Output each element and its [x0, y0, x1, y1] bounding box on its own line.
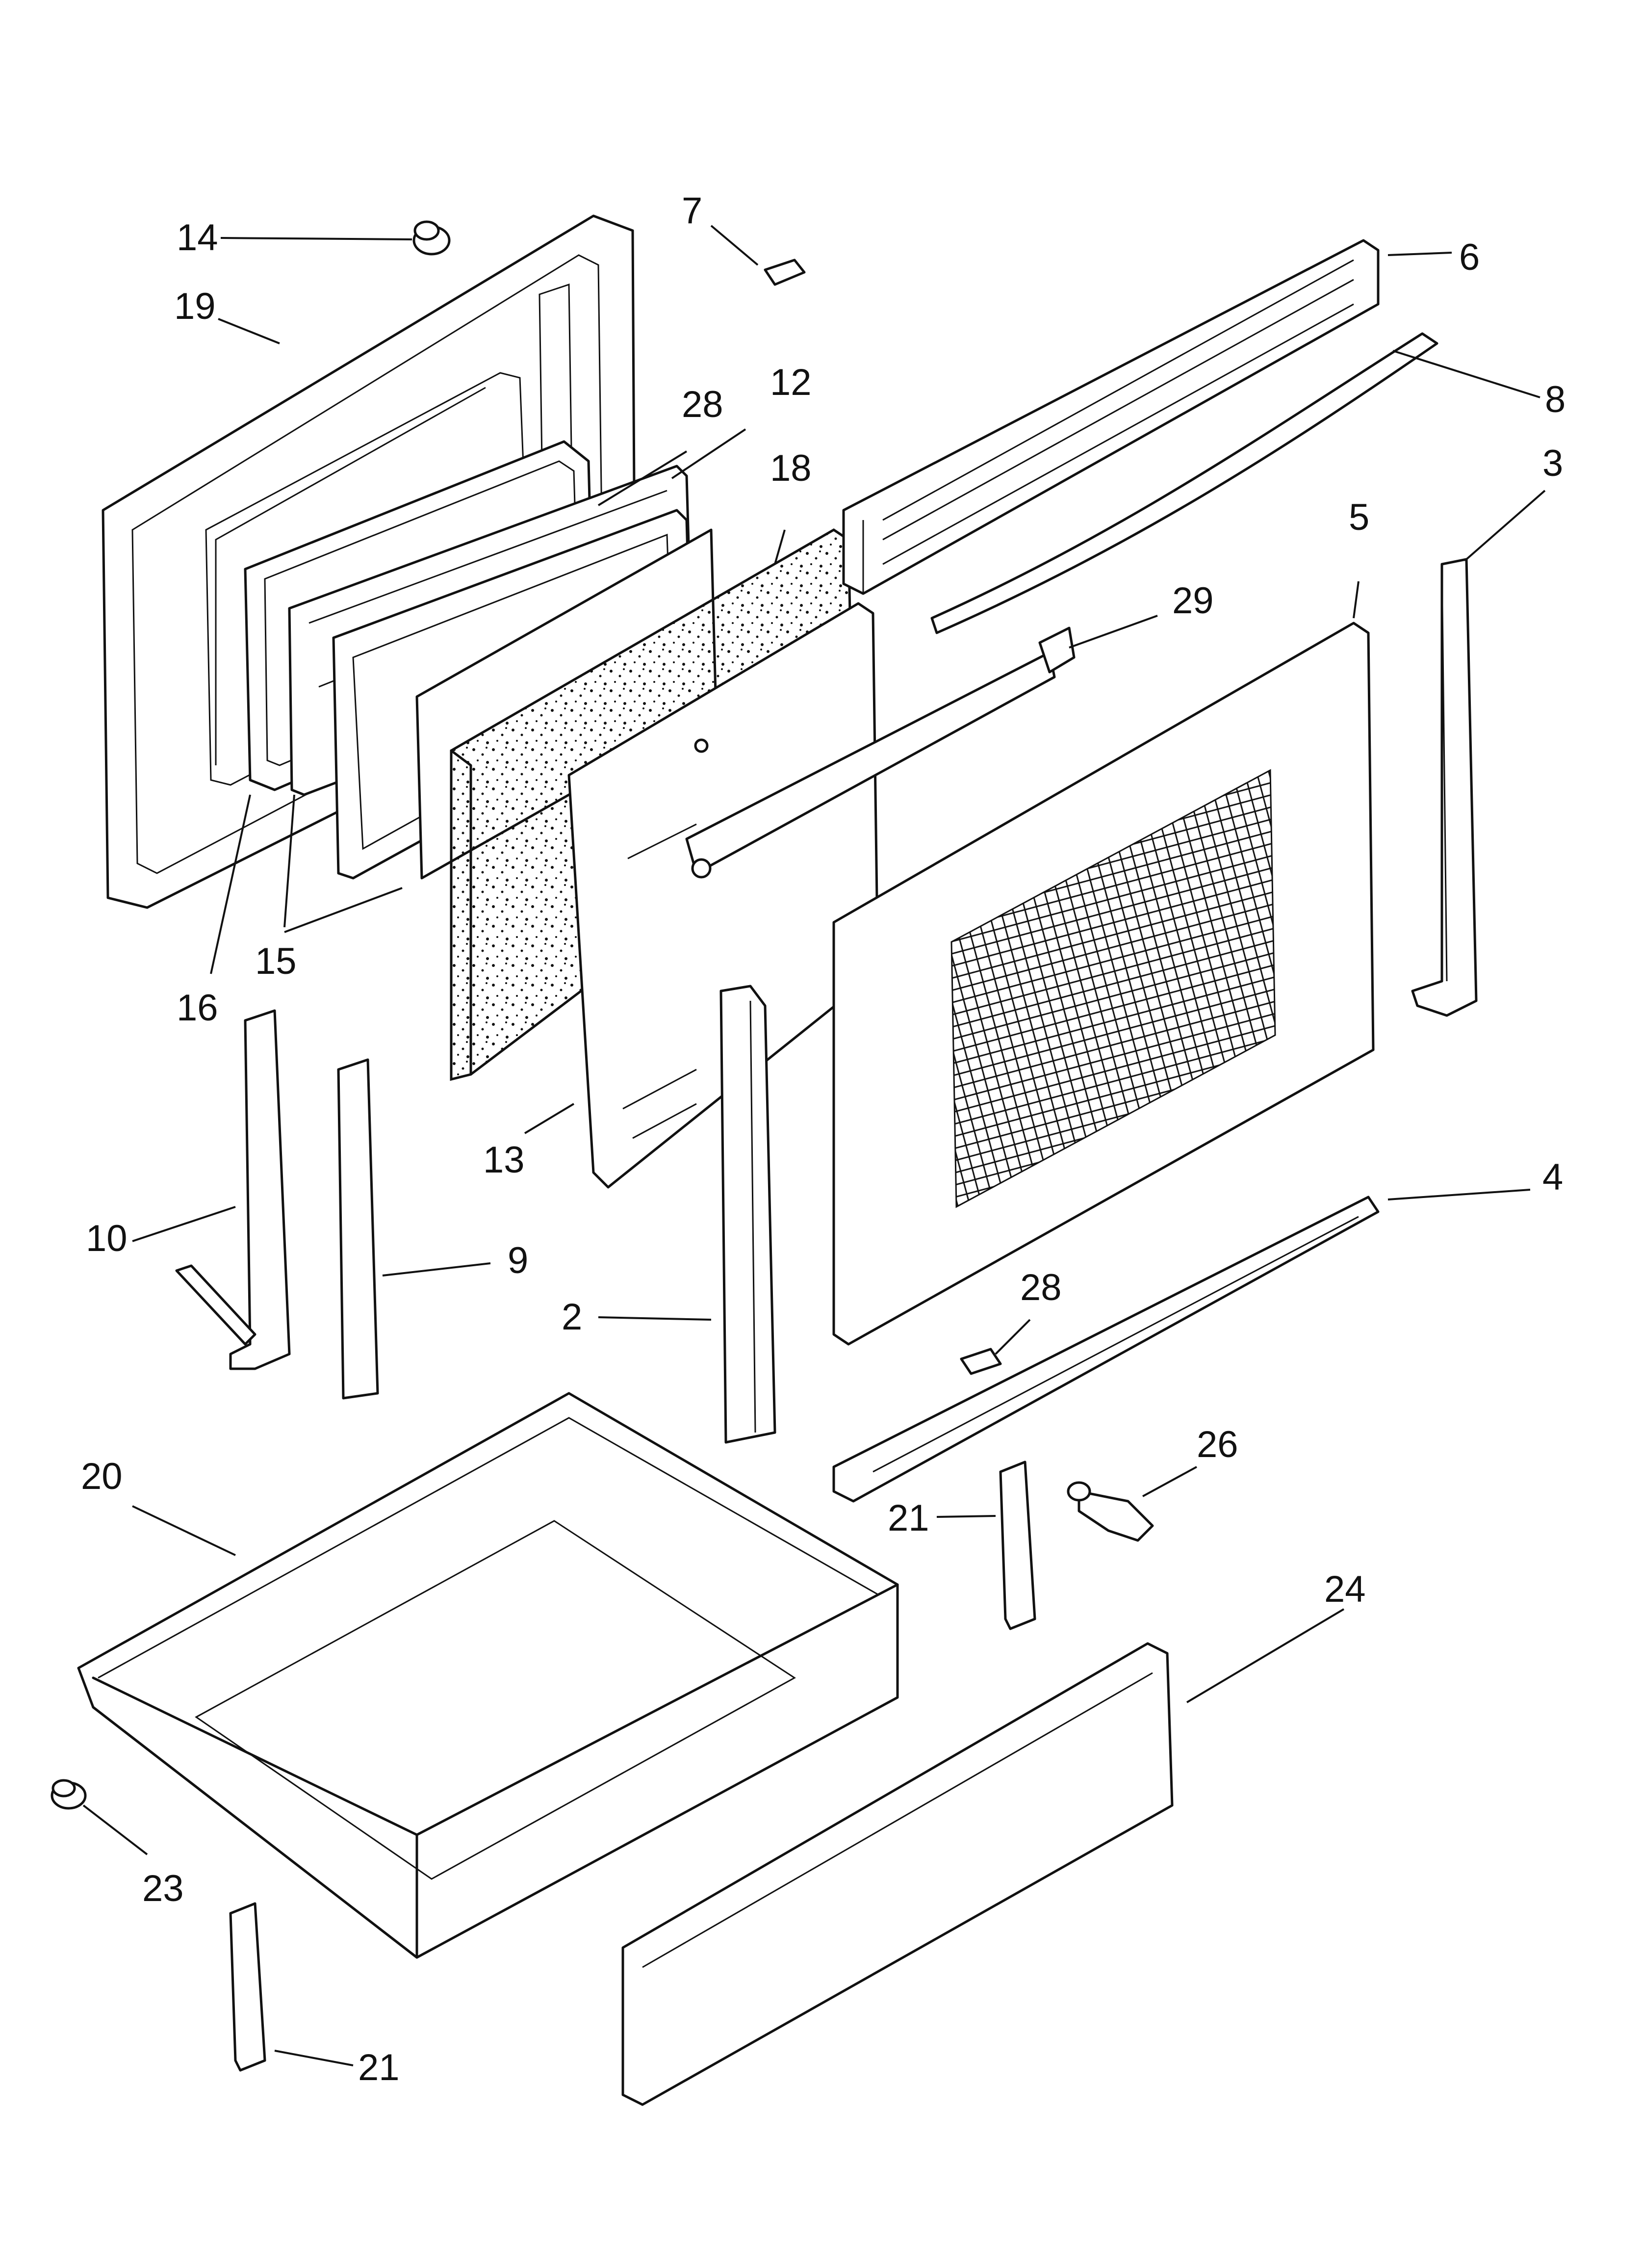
callout-15: 15 — [255, 940, 297, 982]
callout-4: 4 — [1542, 1156, 1563, 1198]
part-4-bottom-rail — [832, 1196, 1380, 1503]
callout-8: 8 — [1545, 379, 1565, 420]
part-5-outer-door-panel — [832, 622, 1375, 1346]
part-29-spacer — [1038, 626, 1076, 674]
callout-29: 29 — [1172, 580, 1214, 622]
callout-18: 18 — [770, 447, 812, 489]
part-3-side-bracket — [1411, 558, 1478, 1017]
callout-24: 24 — [1324, 1568, 1366, 1610]
callout-20: 20 — [81, 1456, 123, 1497]
part-26-latch — [1067, 1481, 1154, 1542]
callout-2: 2 — [562, 1296, 582, 1338]
callout-7: 7 — [682, 190, 702, 232]
part-20-drawer-body — [77, 1392, 899, 1959]
callout-13: 13 — [483, 1139, 525, 1181]
callout-3: 3 — [1542, 443, 1563, 484]
part-28-clip — [960, 1348, 1002, 1375]
callout-28-lower: 28 — [1020, 1267, 1062, 1308]
callout-26: 26 — [1197, 1424, 1238, 1465]
part-13-inner-door-panel — [567, 602, 1056, 1189]
part-23-bumper — [51, 1779, 87, 1810]
callout-23: 23 — [142, 1868, 184, 1909]
part-9-trim-strip — [337, 1058, 379, 1400]
part-21-hinge-bracket-upper — [999, 1460, 1036, 1630]
part-6-vent-trim — [842, 239, 1380, 595]
leader-lines — [82, 225, 1546, 2066]
callout-16: 16 — [177, 987, 218, 1029]
callout-5: 5 — [1349, 496, 1369, 538]
part-2-center-post — [719, 985, 776, 1444]
part-24-drawer-front — [621, 1642, 1174, 2106]
part-8-handle — [930, 332, 1438, 634]
callout-9: 9 — [508, 1240, 528, 1281]
part-7-clip — [764, 259, 806, 286]
callout-14: 14 — [177, 217, 218, 259]
callout-21-lower: 21 — [358, 2047, 400, 2088]
callout-21-upper: 21 — [888, 1497, 929, 1539]
callout-28-upper: 28 — [682, 384, 723, 425]
callout-19: 19 — [174, 286, 216, 327]
callout-labels: 14 19 7 6 28 12 8 18 3 5 29 15 16 13 10 … — [81, 190, 1565, 2088]
callout-10: 10 — [86, 1218, 128, 1259]
part-10-side-bracket — [175, 1009, 291, 1370]
part-14-bumper — [412, 220, 451, 256]
part-21-hinge-bracket-lower — [229, 1902, 266, 2072]
callout-12: 12 — [770, 362, 812, 403]
callout-6: 6 — [1459, 236, 1480, 278]
